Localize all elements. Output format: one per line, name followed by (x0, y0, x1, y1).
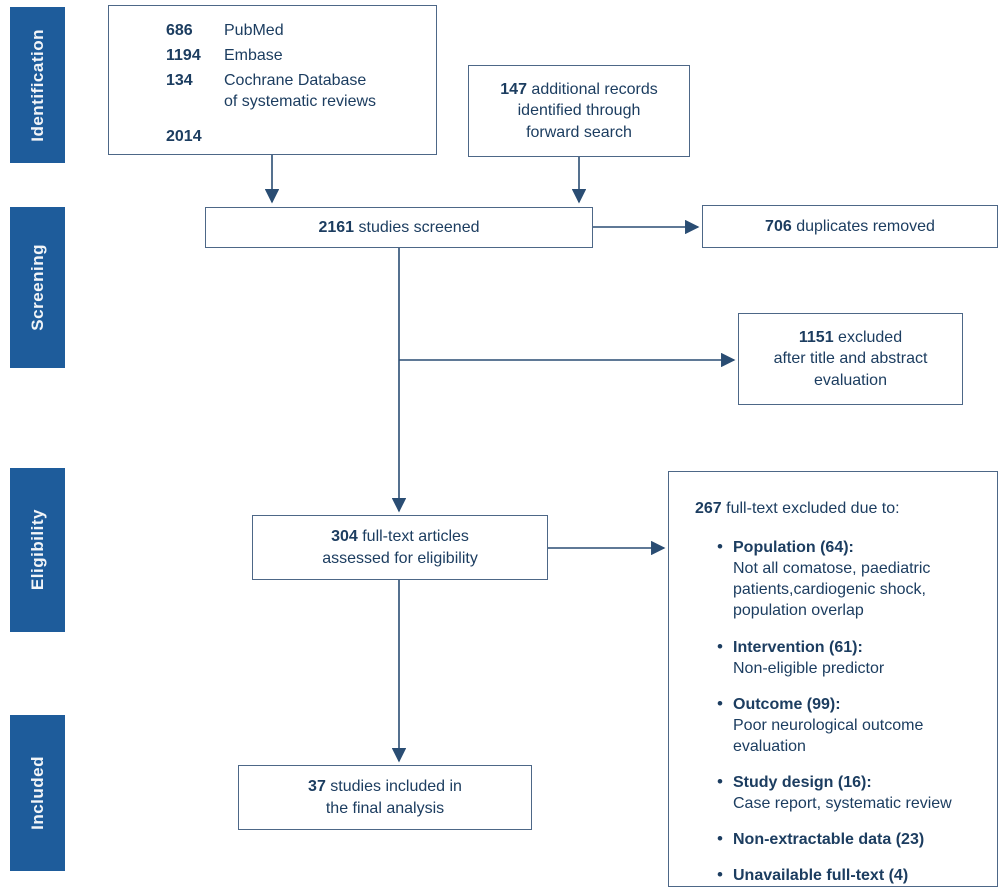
stage-bar-screening: Screening (10, 207, 65, 368)
duplicates-text: duplicates removed (796, 217, 935, 235)
included-text: studies included in the final analysis (325, 778, 462, 817)
db-row-total: 2014 (166, 126, 426, 147)
box-fulltext-excluded: 267 full-text excluded due to: Populatio… (668, 471, 998, 887)
excluded-count: 267 (695, 500, 722, 517)
fulltext-text: full-text articles assessed for eligibil… (322, 528, 478, 567)
box-title-abstract-excluded: 1151 excluded after title and abstract e… (738, 313, 963, 405)
title-abstract-text: excluded after title and abstract evalua… (773, 329, 928, 389)
excluded-item-unavailable: Unavailable full-text (4) (717, 864, 981, 887)
included-count: 37 (308, 778, 326, 796)
cochrane-count: 134 (166, 72, 193, 90)
excluded-heading: 267 full-text excluded due to: (695, 498, 981, 519)
excluded-item-outcome: Outcome (99): Poor neurological outcome … (717, 693, 981, 757)
box-duplicates-removed: 706 duplicates removed (702, 205, 998, 248)
cochrane-label: Cochrane Database of systematic reviews (224, 72, 377, 111)
title-abstract-count: 1151 (798, 329, 834, 347)
fulltext-count: 304 (331, 528, 358, 546)
embase-label: Embase (224, 47, 283, 65)
box-forward-search: 147 additional records identified throug… (468, 65, 690, 157)
forward-search-text: additional records identified through fo… (517, 81, 658, 141)
excluded-item-study-design: Study design (16): Case report, systemat… (717, 771, 981, 814)
stage-bar-eligibility: Eligibility (10, 468, 65, 632)
stage-label-identification: Identification (27, 28, 47, 142)
excluded-item-intervention: Intervention (61): Non-eligible predicto… (717, 636, 981, 679)
stage-bar-included: Included (10, 715, 65, 871)
db-row-embase: 1194 Embase (166, 45, 426, 66)
excluded-reason-list: Population (64): Not all comatose, paedi… (695, 536, 981, 887)
box-final-analysis: 37 studies included in the final analysi… (238, 765, 532, 830)
duplicates-count: 706 (765, 217, 792, 235)
screened-text: studies screened (358, 218, 480, 236)
forward-search-count: 147 (500, 81, 527, 99)
embase-count: 1194 (166, 47, 201, 65)
excluded-item-non-extractable: Non-extractable data (23) (717, 828, 981, 851)
excluded-heading-text: full-text excluded due to: (726, 500, 900, 517)
box-studies-screened: 2161 studies screened (205, 207, 593, 248)
box-fulltext-assessed: 304 full-text articles assessed for elig… (252, 515, 548, 580)
pubmed-label: PubMed (224, 22, 284, 39)
stage-label-screening: Screening (27, 244, 47, 331)
db-row-pubmed: 686 PubMed (166, 20, 426, 41)
stage-label-eligibility: Eligibility (27, 509, 47, 591)
stage-bar-identification: Identification (10, 7, 65, 163)
pubmed-count: 686 (166, 22, 193, 39)
db-row-cochrane: 134 Cochrane Database of systematic revi… (166, 70, 426, 112)
excluded-item-population: Population (64): Not all comatose, paedi… (717, 536, 981, 621)
box-database-records: 686 PubMed 1194 Embase 134 Cochrane Data… (108, 5, 437, 155)
screened-count: 2161 (318, 218, 355, 236)
stage-label-included: Included (27, 756, 47, 830)
total-records-count: 2014 (166, 128, 202, 146)
